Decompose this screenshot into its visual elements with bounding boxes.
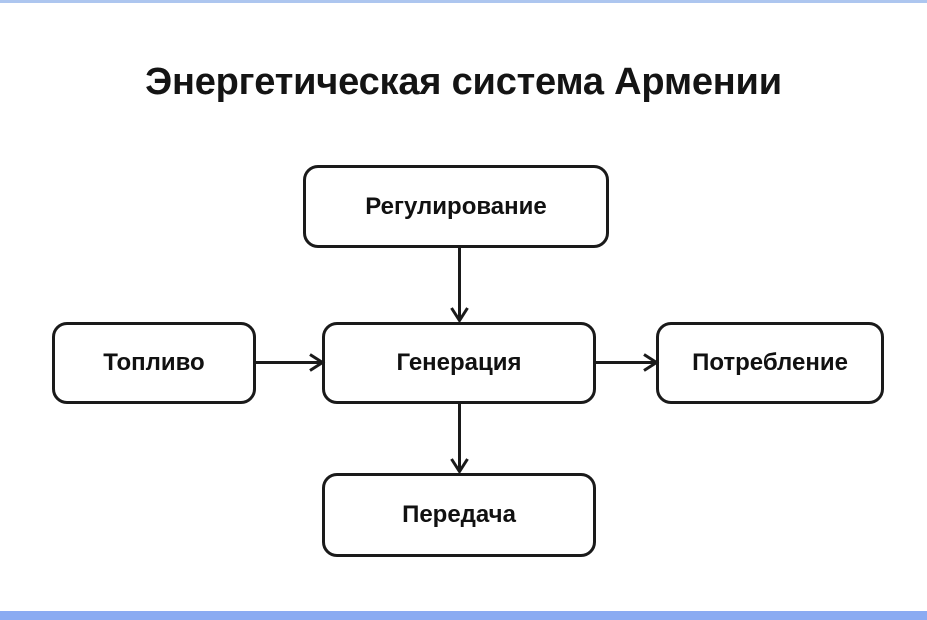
node-regulation-label: Регулирование [365, 192, 547, 220]
node-regulation[interactable]: Регулирование [303, 165, 609, 248]
node-consumption[interactable]: Потребление [656, 322, 884, 404]
node-fuel-label: Топливо [103, 349, 205, 376]
node-consumption-label: Потребление [692, 349, 848, 376]
bottom-divider-bar [0, 611, 927, 620]
top-divider-bar [0, 0, 927, 3]
node-fuel[interactable]: Топливо [52, 322, 256, 404]
edge-generation-to-consumption-arrow [594, 352, 662, 374]
node-generation-label: Генерация [396, 349, 522, 376]
node-transmission-label: Передача [402, 501, 516, 528]
edge-fuel-to-generation-arrow [254, 352, 328, 374]
node-generation[interactable]: Генерация [322, 322, 596, 404]
node-transmission[interactable]: Передача [322, 473, 596, 557]
edge-regulation-to-generation-arrow [450, 246, 470, 326]
page-title: Энергетическая система Армении [145, 61, 782, 103]
edge-generation-to-transmission-arrow [450, 401, 470, 477]
